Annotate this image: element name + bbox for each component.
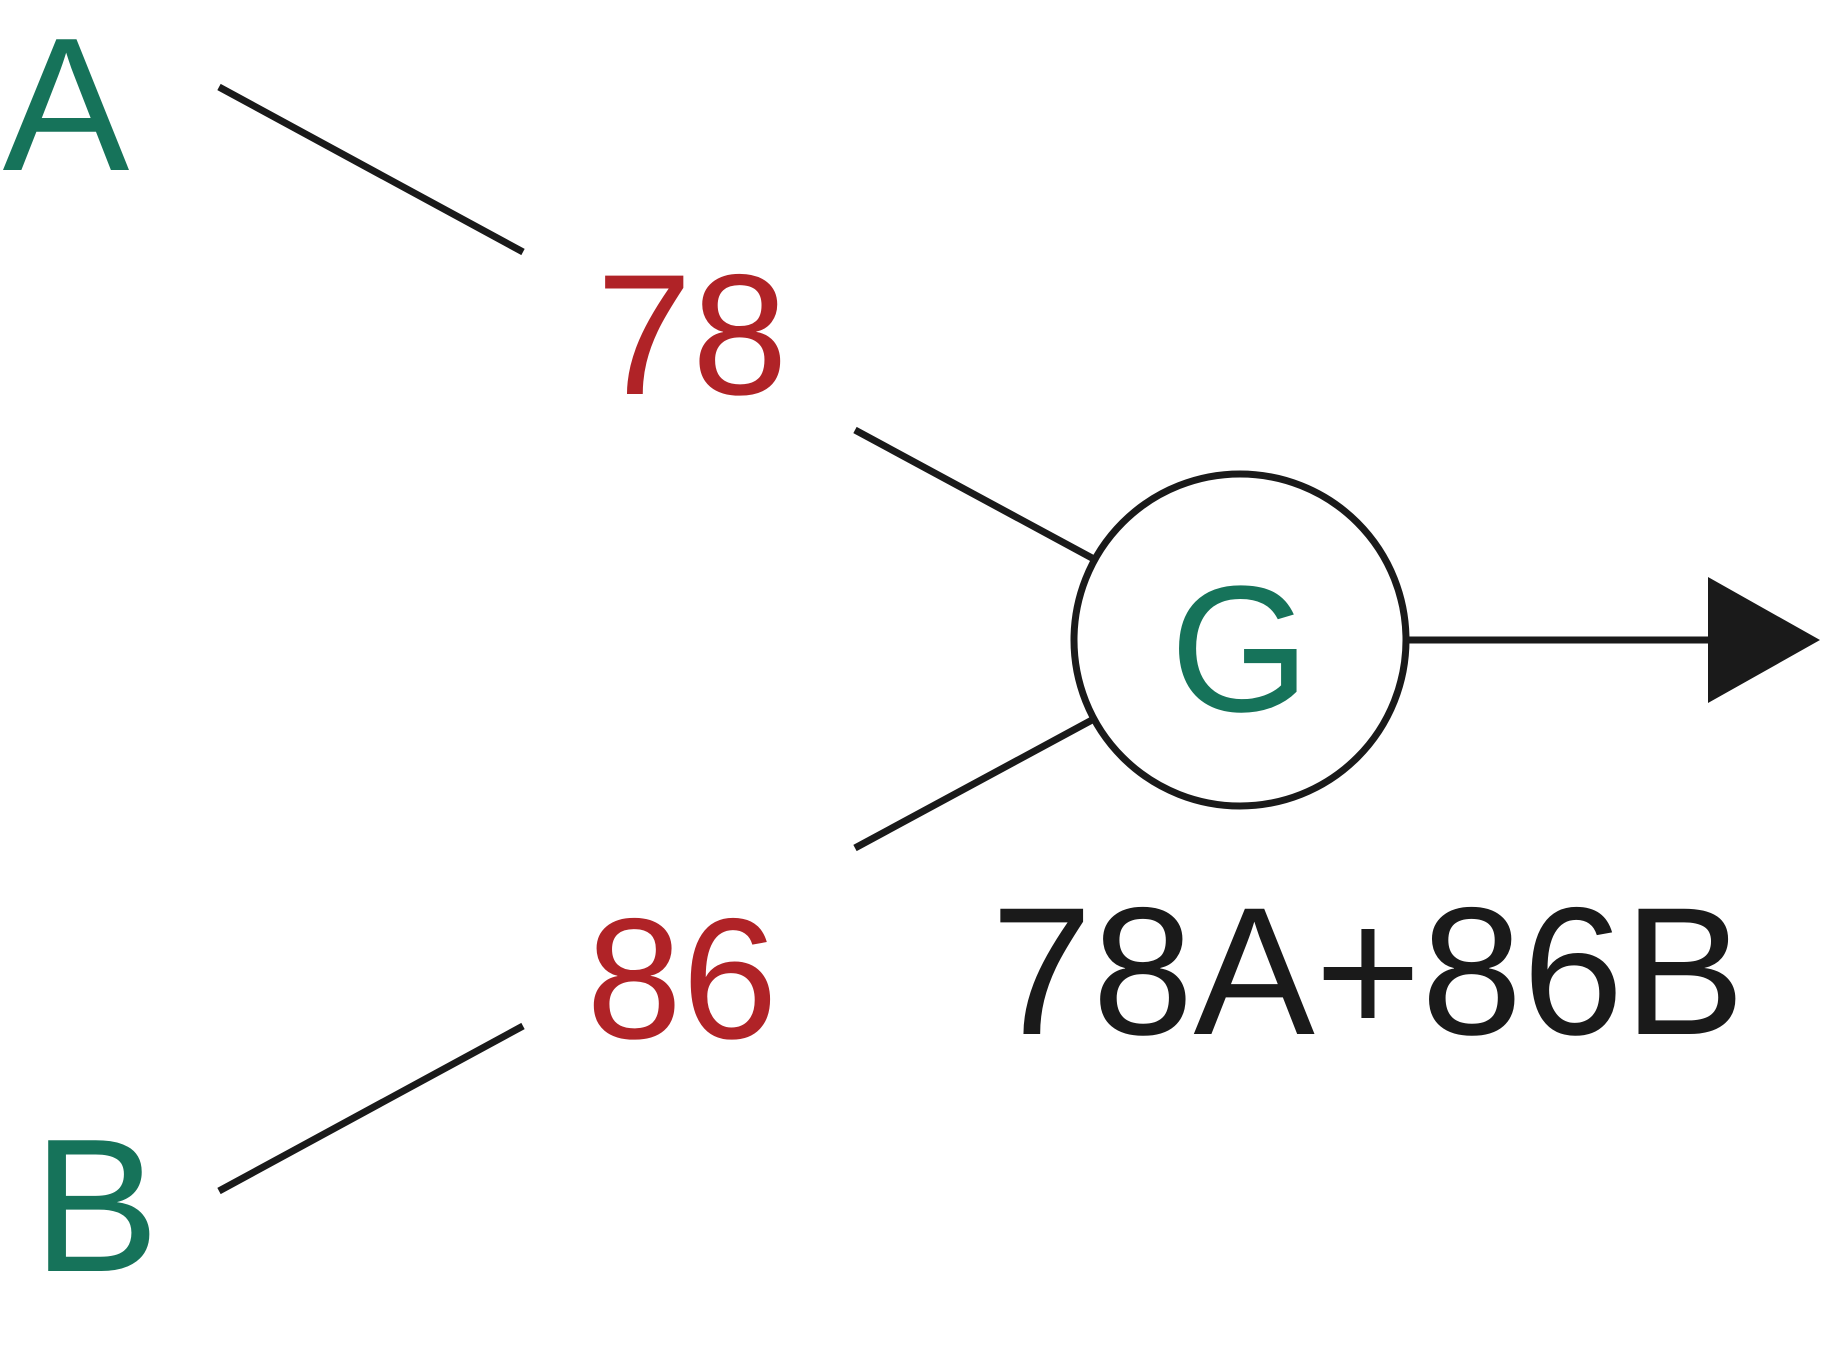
output-arrow-head <box>1708 577 1820 703</box>
edge-weight-b-to-gate <box>853 716 1094 852</box>
edge-a-to-weight <box>217 83 525 256</box>
weight-label-a: 78 <box>596 239 787 431</box>
output-expression: 78A+86B <box>991 869 1745 1073</box>
edge-weight-a-to-gate <box>853 426 1094 562</box>
input-label-b: B <box>33 1100 160 1312</box>
gate-circle <box>1070 470 1410 810</box>
weight-label-b: 86 <box>586 883 777 1075</box>
gate-label: G <box>1170 549 1310 750</box>
input-label-a: A <box>3 0 130 211</box>
edge-b-to-weight <box>217 1022 525 1195</box>
